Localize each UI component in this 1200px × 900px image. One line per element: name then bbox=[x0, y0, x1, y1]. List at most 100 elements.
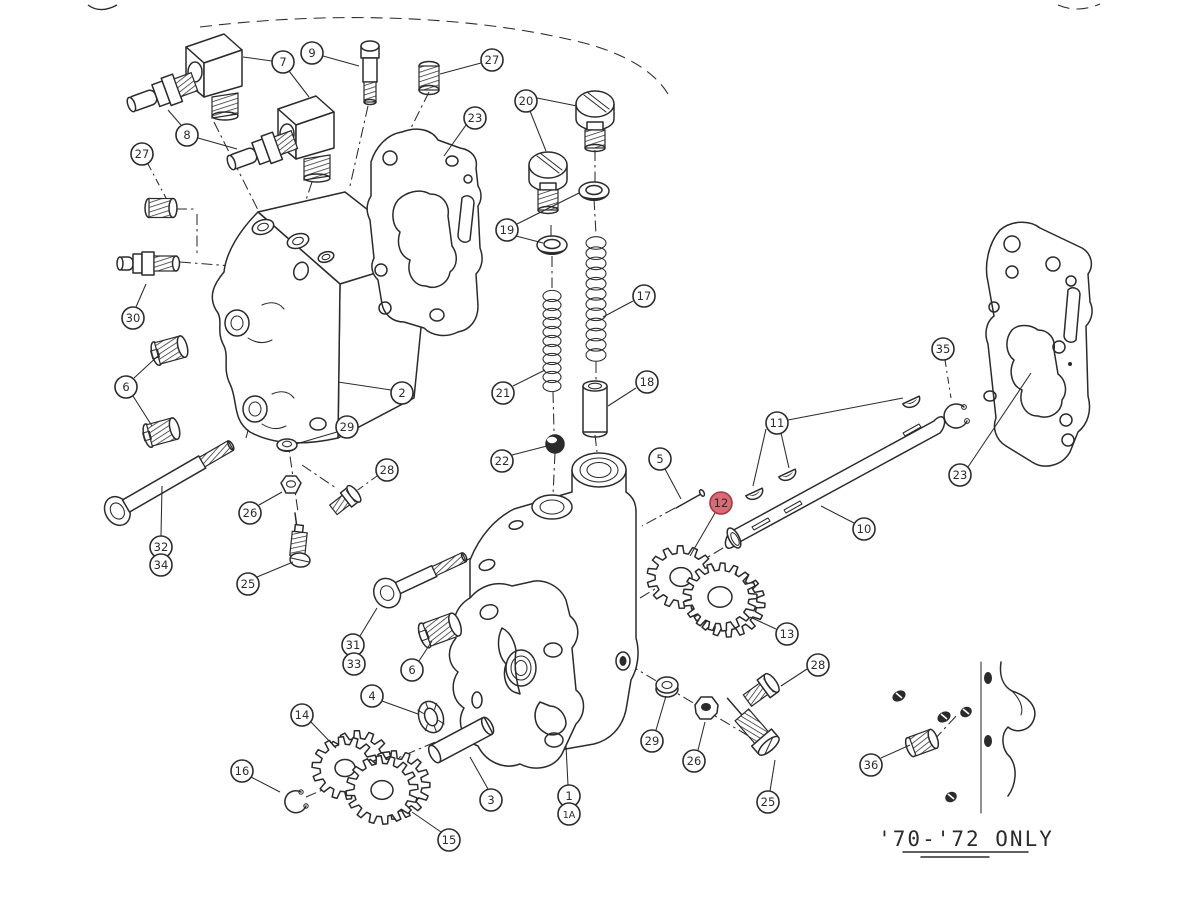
callout-5[interactable]: 5 bbox=[648, 447, 682, 500]
callout-balloon[interactable] bbox=[437, 828, 461, 852]
callout-balloon[interactable] bbox=[290, 703, 314, 727]
callout-6[interactable]: 6 bbox=[114, 353, 161, 427]
callout-balloon[interactable] bbox=[852, 517, 876, 541]
callout-balloon[interactable] bbox=[400, 658, 424, 682]
callout-balloon[interactable] bbox=[632, 284, 656, 308]
callout-20[interactable]: 20 bbox=[514, 89, 578, 152]
callout-25[interactable]: 25 bbox=[756, 759, 780, 814]
callout-balloon[interactable] bbox=[775, 622, 799, 646]
callout-9[interactable]: 9 bbox=[300, 41, 360, 67]
callout-22[interactable]: 22 bbox=[490, 445, 548, 473]
callout-balloon[interactable] bbox=[557, 802, 581, 826]
elbow-fitting-7a bbox=[185, 33, 243, 121]
callout-balloon[interactable] bbox=[756, 790, 780, 814]
callout-balloon[interactable] bbox=[130, 142, 154, 166]
callout-balloon[interactable] bbox=[238, 501, 262, 525]
callout-18[interactable]: 18 bbox=[607, 370, 659, 407]
callout-34[interactable]: 34 bbox=[149, 553, 173, 577]
circlip-35 bbox=[943, 403, 970, 429]
callout-balloon[interactable] bbox=[149, 553, 173, 577]
callout-31[interactable]: 31 bbox=[341, 607, 378, 657]
callout-27[interactable]: 27 bbox=[439, 48, 504, 75]
callout-balloon[interactable] bbox=[479, 788, 503, 812]
callout-balloon[interactable] bbox=[480, 48, 504, 72]
callout-balloon[interactable] bbox=[948, 463, 972, 487]
callout-balloon[interactable] bbox=[490, 449, 514, 473]
callout-number: 2 bbox=[398, 386, 405, 400]
callout-29[interactable]: 29 bbox=[295, 415, 359, 445]
callout-29[interactable]: 29 bbox=[640, 695, 667, 753]
callout-balloon[interactable] bbox=[375, 458, 399, 482]
callout-number: 26 bbox=[687, 754, 702, 768]
callout-11[interactable]: 11 bbox=[752, 397, 904, 487]
callout-13[interactable]: 13 bbox=[749, 616, 799, 646]
callout-balloon[interactable] bbox=[765, 411, 789, 435]
callout-balloon[interactable] bbox=[230, 759, 254, 783]
callout-3[interactable]: 3 bbox=[469, 756, 503, 812]
callout-balloon[interactable] bbox=[463, 106, 487, 130]
callout-balloon[interactable] bbox=[271, 50, 295, 74]
callout-number: 34 bbox=[154, 558, 169, 572]
callout-balloon[interactable] bbox=[709, 491, 733, 515]
drive-shaft-10 bbox=[724, 416, 946, 549]
callout-28[interactable]: 28 bbox=[780, 653, 830, 687]
callout-36[interactable]: 36 bbox=[859, 744, 911, 777]
drive-gear-15 bbox=[345, 750, 431, 825]
callout-balloon[interactable] bbox=[360, 684, 384, 708]
callout-27[interactable]: 27 bbox=[130, 142, 167, 199]
callout-number: 35 bbox=[936, 342, 951, 356]
callout-23[interactable]: 23 bbox=[948, 372, 1032, 487]
callout-26[interactable]: 26 bbox=[682, 721, 706, 773]
woodruff-key-11c bbox=[902, 395, 921, 409]
callout-number: 20 bbox=[519, 94, 534, 108]
callout-balloon[interactable] bbox=[806, 653, 830, 677]
needle-screw-25-upper bbox=[289, 512, 311, 568]
callout-30[interactable]: 30 bbox=[121, 283, 147, 330]
callout-balloon[interactable] bbox=[495, 218, 519, 242]
callout-balloon[interactable] bbox=[682, 749, 706, 773]
callout-10[interactable]: 10 bbox=[820, 505, 876, 541]
callout-16[interactable]: 16 bbox=[230, 759, 281, 793]
callout-number: 10 bbox=[857, 522, 872, 536]
callout-balloon[interactable] bbox=[121, 306, 145, 330]
callout-number: 6 bbox=[408, 663, 415, 677]
callout-8[interactable]: 8 bbox=[167, 109, 238, 150]
callout-balloon[interactable] bbox=[635, 370, 659, 394]
callout-number: 25 bbox=[241, 577, 256, 591]
callout-35[interactable]: 35 bbox=[931, 337, 955, 399]
washer-29-lower bbox=[655, 676, 679, 698]
callout-7[interactable]: 7 bbox=[242, 50, 310, 98]
callout-28[interactable]: 28 bbox=[354, 458, 399, 493]
callout-21[interactable]: 21 bbox=[491, 369, 546, 405]
callout-balloon[interactable] bbox=[640, 729, 664, 753]
callout-balloon[interactable] bbox=[648, 447, 672, 471]
callout-2[interactable]: 2 bbox=[337, 381, 414, 405]
callout-4[interactable]: 4 bbox=[360, 684, 419, 715]
callout-balloon[interactable] bbox=[175, 123, 199, 147]
callout-14[interactable]: 14 bbox=[290, 703, 337, 749]
callout-balloon[interactable] bbox=[300, 41, 324, 65]
callout-balloon[interactable] bbox=[859, 753, 883, 777]
callout-number: 1A bbox=[563, 810, 576, 821]
callout-balloon[interactable] bbox=[390, 381, 414, 405]
callout-23[interactable]: 23 bbox=[443, 106, 487, 157]
callout-19[interactable]: 19 bbox=[495, 192, 580, 244]
callout-26[interactable]: 26 bbox=[238, 491, 283, 525]
callout-balloon[interactable] bbox=[342, 652, 366, 676]
callout-25[interactable]: 25 bbox=[236, 561, 294, 596]
callout-33[interactable]: 33 bbox=[342, 652, 366, 676]
year-note: '70-'72 ONLY bbox=[878, 827, 1054, 851]
callout-1A[interactable]: 1A bbox=[557, 802, 581, 826]
callout-balloon[interactable] bbox=[114, 375, 138, 399]
callout-17[interactable]: 17 bbox=[602, 284, 656, 318]
callout-balloon[interactable] bbox=[491, 381, 515, 405]
callout-12-highlighted[interactable]: 12 bbox=[689, 491, 733, 557]
callout-number: 5 bbox=[656, 452, 663, 466]
callout-balloon[interactable] bbox=[236, 572, 260, 596]
callout-balloon[interactable] bbox=[931, 337, 955, 361]
callout-15[interactable]: 15 bbox=[411, 811, 461, 852]
callout-balloon[interactable] bbox=[335, 415, 359, 439]
stud-9 bbox=[360, 40, 380, 106]
callout-6[interactable]: 6 bbox=[400, 640, 433, 682]
callout-balloon[interactable] bbox=[514, 89, 538, 113]
